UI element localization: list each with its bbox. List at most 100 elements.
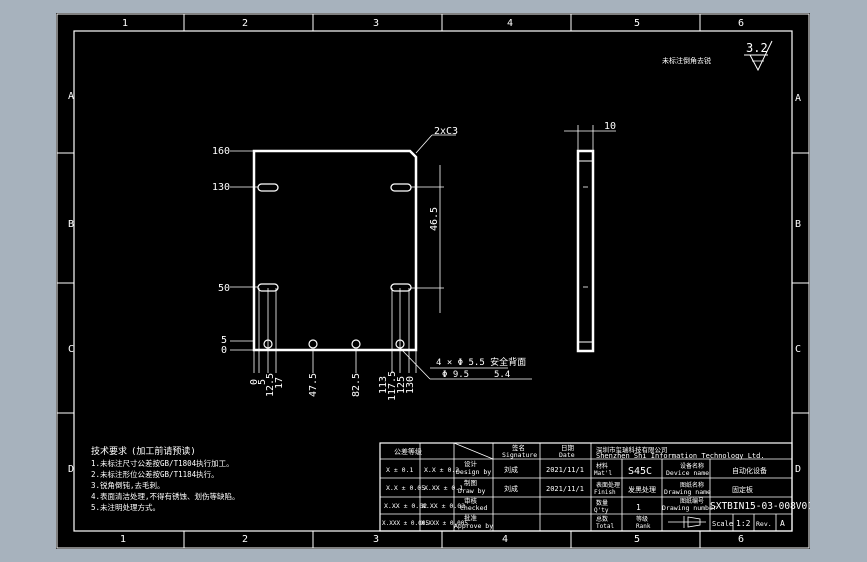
tb-total-cn: 总数 [596,515,608,523]
col-label-top-2: 2 [242,18,248,29]
tb-approve-cn: 批准 [464,513,478,522]
tb-check-cn: 审核 [464,496,478,505]
col-label-top-1: 1 [122,18,128,29]
surface-roughness-symbol: 3.2 [744,40,773,72]
slot-top-left [257,183,279,192]
row-label-left-d: D [68,464,74,475]
tech-req-suffix: (加工前请预读) [131,445,196,457]
col-label-top-6: 6 [738,18,744,29]
tb-date-en: Date [559,451,575,459]
tb-drawing-name: 固定板 [732,485,753,494]
tb-tol-value-2: X.XX ± 0.1 [424,484,463,492]
tb-date-1: 2021/11/1 [546,466,584,474]
chamfer-callout: 2xC3 [434,126,458,137]
tb-device-cn: 设备名称 [680,462,704,470]
dim-v-160: 160 [212,146,230,157]
tb-total-en: Total [596,523,614,530]
dim-v-0: 0 [221,345,227,356]
tb-design-cn: 设计 [464,459,478,468]
tb-drawing-name-en: Drawing name [664,488,711,496]
front-extension-lines [230,150,444,373]
frame-column-labels-top: 1 2 3 4 5 6 [122,18,744,29]
tb-tol-value-4: X.XXX ± 0.005 [421,520,468,527]
tb-drawing-number: SXTBIN15-03-008V01 [710,501,810,512]
col-label-bottom-3: 3 [373,534,379,545]
tb-rev-label: Rev. [756,520,772,528]
dim-v-50: 50 [218,283,230,294]
tb-device-en: Device name [666,469,709,477]
tb-rev: A [780,519,785,528]
side-thickness-dim: 10 [604,121,616,132]
col-label-bottom-5: 5 [634,534,640,545]
projection-symbol-icon [668,516,706,528]
frame-ticks [57,14,809,548]
row-label-right-c: C [795,344,801,355]
tb-drawing-number-cn: 图纸编号 [680,497,704,505]
col-label-top-3: 3 [373,18,379,29]
tb-tol-range-4: X.XXX ± 0.005 [382,520,429,527]
drawing-sheet: 1 2 3 4 5 6 1 2 3 4 5 6 A B C D [56,13,810,549]
tb-scale-label: Scale [712,520,733,528]
tb-tol-value-1: X.X ± 0.2 [424,466,459,474]
hole-2 [308,339,318,349]
tb-tol-range-2: X.X ± 0.05 [386,484,425,492]
hole-note-depth: 5.4 [494,370,510,380]
drawing-canvas[interactable]: 1 2 3 4 5 6 1 2 3 4 5 6 A B C D [56,13,810,549]
side-view[interactable]: 10 [564,121,616,353]
col-label-bottom-6: 6 [738,534,744,545]
tb-date-2: 2021/11/1 [546,485,584,493]
tb-finish-en: Finish [594,489,616,496]
dim-v-130: 130 [212,182,230,193]
col-label-bottom-4: 4 [502,534,508,545]
dim-h-130: 130 [405,376,416,394]
tb-material-cn: 材料 [596,462,608,470]
frame-column-labels-bottom: 1 2 3 4 5 6 [120,534,744,545]
tb-finish: 发黑处理 [628,485,656,494]
hole-note-diameter: Φ 9.5 [442,370,469,380]
tech-req-item-4: 4.表面清洁处理,不得有锈蚀、划伤等缺陷。 [91,491,240,501]
roughness-value: 3.2 [746,41,768,55]
tb-drawn-cn: 制图 [464,478,477,487]
tb-material: S45C [628,466,652,477]
tech-req-item-3: 3.锐角倒钝,去毛刺。 [91,480,165,490]
front-view[interactable]: 160 130 50 5 0 2xC3 46.5 0 5 12.5 17 47.… [212,126,532,401]
dim-h-125: 125 [396,376,407,394]
hole-note-line1: 4 × Φ 5.5 安全背面 [436,356,526,368]
tb-scale: 1:2 [736,519,751,528]
dim-h-82-5: 82.5 [351,373,362,397]
tb-designer: 刘成 [504,465,518,474]
outer-frame [56,13,810,549]
technical-requirements: 技术要求 (加工前请预读) 1.未标注尺寸公差按GB/T1804执行加工。 2.… [91,445,240,512]
dim-h-17: 17 [274,377,285,389]
tb-drawing-number-en: Drawing number [662,504,717,512]
tb-rank-en: Rank [636,523,651,530]
tb-drawn-en: Draw by [458,487,485,495]
dim-h-5: 5 [257,379,268,385]
frame-row-labels: A B C D A B C D [68,91,801,475]
slot-bottom-right [390,283,412,292]
dim-h-117-5: 117.5 [387,371,398,401]
slot-group [257,183,412,292]
title-block[interactable]: 公差等级 X ± 0.1 X.X ± 0.2 X.X ± 0.05 X.XX ±… [379,442,810,532]
tech-req-item-5: 5.未注明处理方式。 [91,502,160,512]
tech-req-item-1: 1.未标注尺寸公差按GB/T1804执行加工。 [91,458,234,468]
tb-drawer: 刘成 [504,484,518,493]
hole-group [263,339,405,349]
chamfer-general-note: 未标注倒角去锐 [662,56,711,65]
side-outline [576,149,595,353]
tb-qty-en: Q'ty [594,507,609,514]
tb-rank-cn: 等级 [636,515,648,523]
tb-company: 深圳市玺瑞科技有限公司 [596,445,668,454]
plate-outline [252,149,418,352]
horizontal-dims: 0 5 12.5 17 47.5 82.5 113 117.5 125 130 [249,371,416,401]
tb-tol-range-1: X ± 0.1 [386,466,413,474]
tb-material-en: Mat'l [594,470,612,477]
dim-h-113: 113 [378,376,389,394]
row-label-left-b: B [68,219,74,230]
tb-tol-value-3: X.XX ± 0.02 [422,502,465,510]
tb-date-cn: 日期 [561,444,575,452]
row-label-right-d: D [795,464,801,475]
tb-finish-cn: 表面处理 [596,481,620,489]
row-label-right-a: A [795,93,801,104]
